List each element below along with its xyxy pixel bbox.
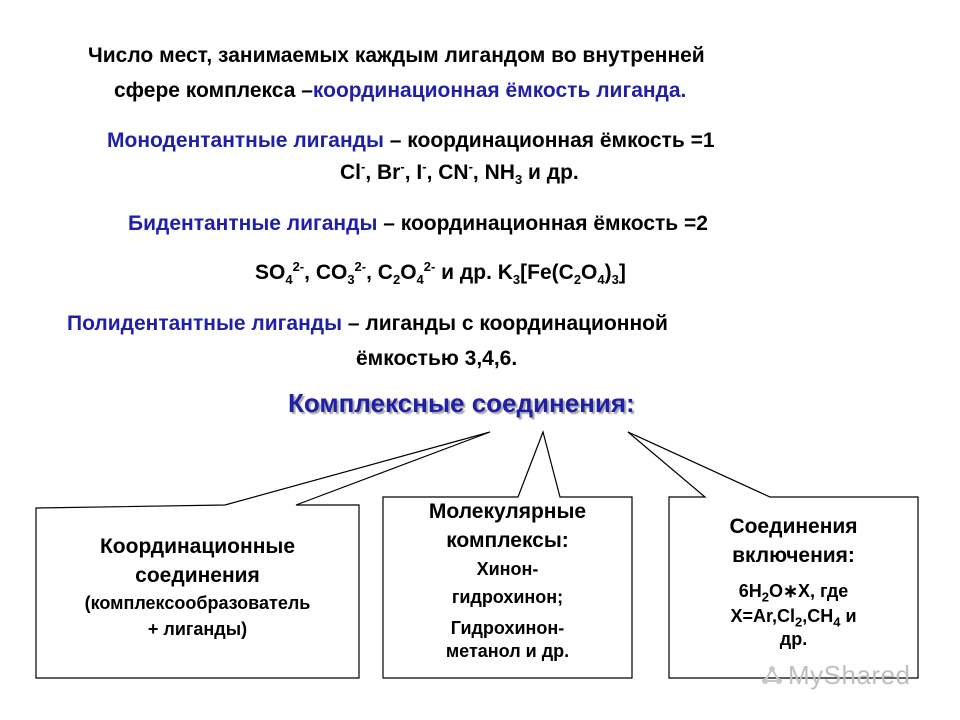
molecular-complexes-text: Молекулярные комплексы: Хинон- гидрохино…	[428, 500, 587, 661]
inclusion-compounds-box	[627, 431, 919, 679]
inclusion-formula-1: 6H2O∗X, где	[738, 581, 849, 605]
coordination-compounds-text: Координационные соединения (комплексообр…	[84, 535, 311, 639]
molecular-complexes-box	[382, 430, 633, 679]
bidentate-term: Бидентантные лиганды	[128, 212, 378, 235]
bidentate-examples: SO42-, CO32-, C2O42- и др. K3[Fe(C2O4)3]	[255, 259, 626, 288]
polydentate-definition: Полидентантные лиганды – лиганды с коорд…	[67, 312, 668, 335]
monodentate-definition: Монодентантные лиганды – координационная…	[107, 129, 715, 152]
polydentate-term: Полидентантные лиганды	[67, 312, 343, 335]
polydentate-capacity: ёмкостью 3,4,6.	[356, 347, 518, 370]
coordination-compounds-box	[35, 431, 491, 679]
monodentate-examples: Cl-, Br-, I-, CN-, NH3 и др.	[340, 159, 579, 188]
intro-line-1: Число мест, занимаемых каждым лигандом в…	[88, 44, 705, 67]
myshared-logo-icon	[762, 666, 782, 684]
inclusion-formula-2: X=Ar,Cl2,CH4 и	[730, 606, 857, 630]
inclusion-compounds-text: Соединения включения: 6H2O∗X, где X=Ar,C…	[669, 512, 918, 650]
bidentate-definition: Бидентантные лиганды – координационная ё…	[128, 212, 708, 235]
watermark: MyShared	[760, 660, 911, 691]
monodentate-term: Монодентантные лиганды	[107, 129, 384, 152]
intro-line-2: сфере комплекса –координационная ёмкость…	[114, 79, 687, 102]
complex-compounds-heading: Комплексные соединения:	[288, 388, 635, 418]
coordination-capacity-term: координационная ёмкость лиганда.	[312, 79, 687, 102]
